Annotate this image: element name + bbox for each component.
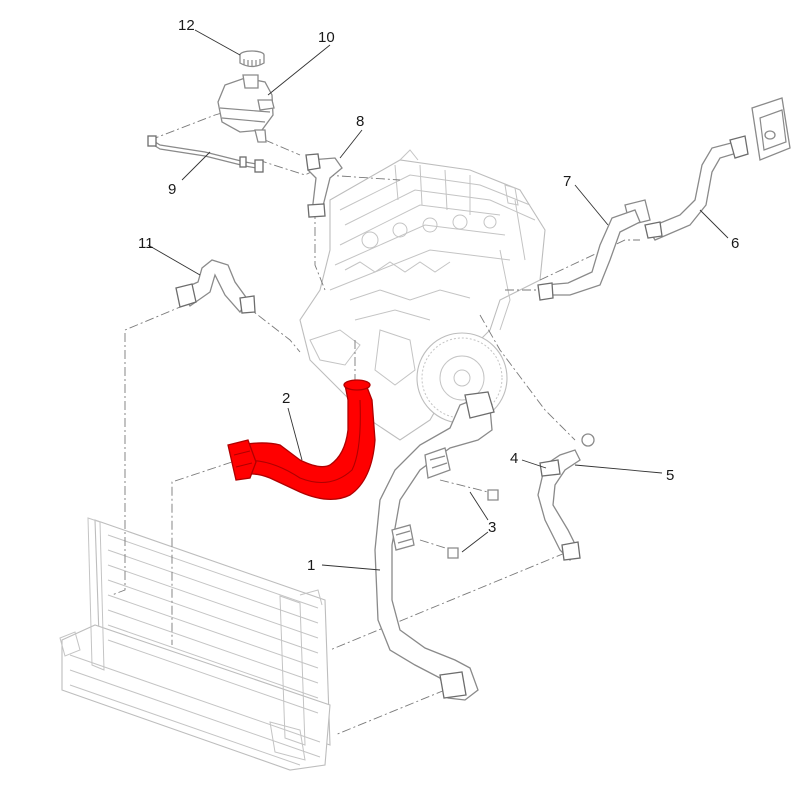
callout-10: 10 — [318, 29, 335, 46]
engine-block — [299, 149, 546, 441]
callout-5: 5 — [666, 467, 674, 484]
heater-hoses — [537, 97, 791, 301]
bypass-hose — [305, 153, 343, 218]
callout-7: 7 — [563, 173, 571, 190]
coolant-reservoir — [217, 74, 275, 143]
radiator — [59, 517, 331, 771]
callout-6: 6 — [731, 235, 739, 252]
bolts — [447, 489, 499, 559]
reservoir-cap — [239, 50, 265, 68]
callout-1: 1 — [307, 557, 315, 574]
callout-11: 11 — [138, 235, 154, 252]
callout-12: 12 — [178, 17, 195, 34]
callout-2: 2 — [282, 390, 290, 407]
callout-8: 8 — [356, 113, 364, 130]
upper-radiator-hose — [227, 379, 376, 500]
callout-9: 9 — [168, 181, 176, 198]
leader-lines — [147, 29, 729, 571]
callout-3: 3 — [488, 519, 496, 536]
callout-labels: 12 10 8 9 11 7 6 2 1 3 4 5 — [138, 17, 739, 574]
lower-radiator-hose — [374, 391, 495, 701]
callout-4: 4 — [510, 450, 518, 467]
auxiliary-hose — [175, 259, 256, 314]
reservoir-vent-hose — [147, 135, 264, 173]
radiator-outlet-hose — [537, 433, 595, 561]
